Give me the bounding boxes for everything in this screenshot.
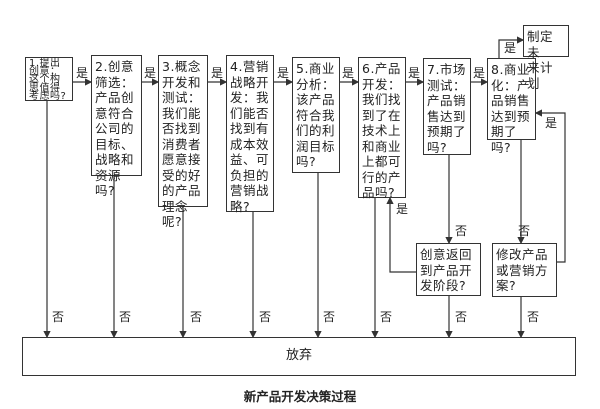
step-7-box: 7.市场 测试： 产品销 售达到 预期了 吗? bbox=[423, 58, 471, 155]
yes-label-4: 是 bbox=[277, 66, 290, 80]
return-to-dev-box: 创意返回 到产品开 发阶段? bbox=[416, 243, 481, 296]
step-4-box: 4.营销 战略开 发：我 们能否 找到有 成本效 益、可 负担的 营销战 略? bbox=[226, 55, 274, 214]
diagram-caption: 新产品开发决策过程 bbox=[243, 389, 357, 404]
return-to-dev-arrow bbox=[386, 196, 416, 273]
modify-product-box: 修改产品 或营销方 案? bbox=[492, 243, 557, 297]
no-label-5: 否 bbox=[323, 310, 336, 324]
no-label-8: 否 bbox=[518, 224, 531, 238]
no-label-6: 否 bbox=[380, 310, 393, 324]
future-plan-box: 制定未 来计划 bbox=[523, 25, 569, 91]
step-5-box: 5.商业 分析： 该产品 符合我 们的利 润目标 吗? bbox=[292, 57, 340, 173]
yes-label-5: 是 bbox=[342, 66, 355, 80]
yes-label-return: 是 bbox=[396, 202, 409, 216]
future-plan-arrow bbox=[498, 36, 525, 58]
step-6-box: 6.产品 开发： 我们找 到了在 技术上 和商业 上都可 行的产 品吗? bbox=[358, 57, 406, 200]
yes-label-6: 是 bbox=[408, 66, 421, 80]
yes-label-future: 是 bbox=[504, 41, 517, 55]
no-label-modify: 否 bbox=[527, 310, 540, 324]
step-2-box: 2.创意 筛选： 产品创 意符合 公司的 目标、 战略和 资源吗? bbox=[91, 55, 142, 198]
yes-label-1: 是 bbox=[76, 66, 89, 80]
no-label-3: 否 bbox=[190, 310, 203, 324]
no-label-return: 否 bbox=[455, 310, 468, 324]
yes-label-3: 是 bbox=[211, 66, 224, 80]
step-1-box: 1.提出 创意： 这个构 思值得 考虑吗? bbox=[25, 57, 73, 101]
modify-loop-arrow bbox=[534, 109, 566, 263]
step-8-box: 8.商业 化：产 品销售 达到预 期了吗? bbox=[487, 58, 536, 155]
abandon-box: 放弃 bbox=[22, 337, 576, 376]
yes-label-loop: 是 bbox=[545, 116, 558, 130]
no-label-7: 否 bbox=[455, 224, 468, 238]
no-label-2: 否 bbox=[119, 310, 132, 324]
no-label-4: 否 bbox=[259, 310, 272, 324]
yes-label-7: 是 bbox=[473, 66, 486, 80]
step-3-box: 3.概念 开发和 测试： 我们能 否找到 消费者 愿意接 受的好 的产品 理念呢… bbox=[158, 55, 208, 229]
no-label-1: 否 bbox=[52, 310, 65, 324]
yes-label-2: 是 bbox=[144, 66, 157, 80]
